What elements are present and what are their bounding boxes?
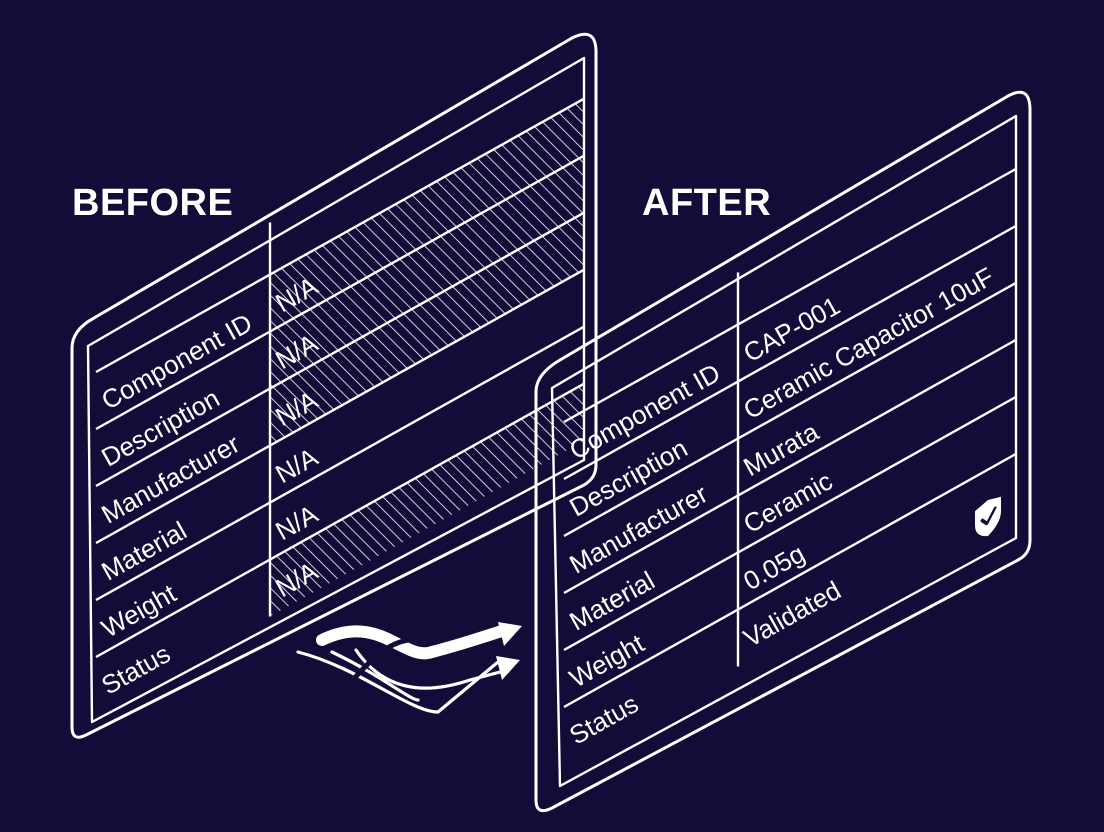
field-label: Component ID: [564, 357, 725, 465]
hatched-empty-cell: [270, 98, 584, 332]
before-heading: BEFORE: [72, 182, 234, 224]
before-panel-frame: [70, 32, 598, 739]
hatched-empty-cell: [270, 155, 584, 389]
row-separator: [95, 268, 585, 545]
field-label: Status: [564, 688, 643, 750]
row-separator: [563, 452, 1017, 709]
row-separator: [563, 338, 1017, 595]
row-separator: [563, 167, 1017, 424]
row-separator: [95, 211, 585, 488]
before-panel-frame-inner: [86, 56, 586, 724]
twisted-arrows-icon: [296, 622, 522, 714]
hatched-empty-cell: [270, 212, 584, 446]
after-panel-frame: [534, 90, 1032, 813]
row-separator: [95, 325, 585, 602]
row-separator: [563, 224, 1017, 481]
hatched-empty-cell: [270, 383, 584, 617]
after-panel-frame-inner: [550, 114, 1018, 788]
after-heading: AFTER: [642, 182, 772, 224]
row-separator: [563, 395, 1017, 652]
field-label: Status: [96, 638, 175, 700]
field-value: N/A: [270, 441, 323, 489]
after-panel: Component IDDescriptionManufacturerMater…: [534, 90, 1032, 813]
row-separator: [563, 281, 1017, 538]
shield-check-icon: [975, 496, 1001, 537]
row-separator: [95, 382, 585, 659]
row-separator: [95, 154, 585, 431]
field-label: Component ID: [96, 307, 257, 415]
row-separator: [95, 97, 585, 374]
